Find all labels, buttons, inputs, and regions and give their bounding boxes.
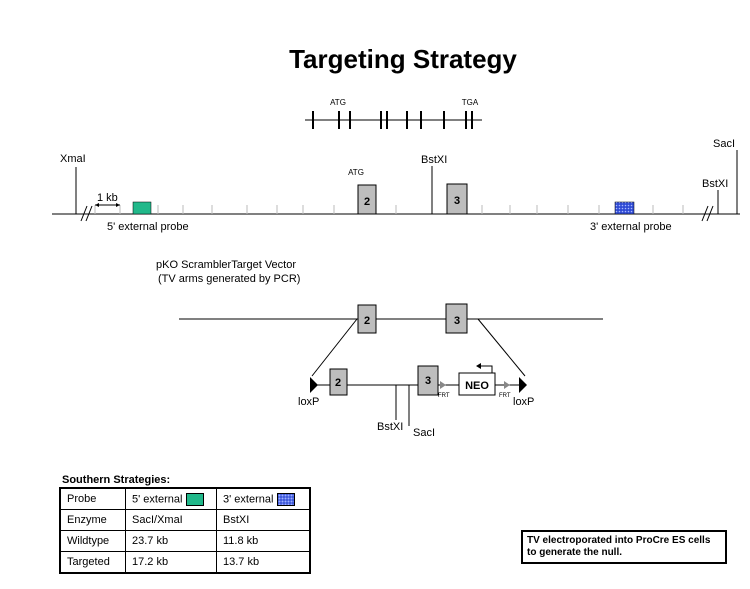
- table-cell: SacI/XmaI: [125, 509, 217, 531]
- frt-left-label: FRT: [438, 393, 450, 399]
- gene-atg-label: ATG: [330, 98, 346, 107]
- table-row: Probe 5' external 3' external: [59, 487, 311, 510]
- crossover-right: [477, 318, 526, 377]
- southern-table: Probe 5' external 3' external Enzyme Sac…: [59, 487, 311, 574]
- vector-note: (TV arms generated by PCR): [158, 273, 300, 285]
- table-cell: 23.7 kb: [125, 530, 217, 552]
- loxp-left: [310, 377, 318, 393]
- wt-exon-2: [357, 304, 377, 334]
- page-title: Targeting Strategy: [289, 44, 517, 74]
- loxp-right: [519, 377, 527, 393]
- table-cell: Enzyme: [59, 509, 126, 531]
- gene-tga-label: TGA: [462, 98, 479, 107]
- probe-3-label: 3' external probe: [590, 221, 672, 233]
- vec-saci-label: SacI: [413, 427, 435, 439]
- probe-3-prime: [614, 201, 635, 215]
- vec-exon-2: [329, 368, 348, 396]
- neo-direction-head: [476, 363, 481, 369]
- vec-exon-3: [417, 365, 439, 396]
- electroporation-note: TV electroporated into ProCre ES cells t…: [521, 530, 727, 564]
- bstxi-mid-label: BstXI: [421, 154, 447, 166]
- table-row: Wildtype 23.7 kb 11.8 kb: [59, 530, 311, 552]
- table-row: Enzyme SacI/XmaI BstXI: [59, 509, 311, 531]
- targeting-diagram: Targeting Strategy ATG TGA: [52, 44, 740, 439]
- wt-exon-2-label: 2: [364, 315, 370, 327]
- frt-left-arrow: [440, 381, 446, 389]
- vector-name: pKO ScramblerTarget Vector: [156, 259, 296, 271]
- table-cell: Probe: [59, 487, 126, 510]
- loxp-right-label: loxP: [513, 396, 534, 408]
- gene-exon-ticks: [312, 111, 473, 129]
- locus-exon-3-label: 3: [454, 195, 460, 207]
- locus-atg-label: ATG: [348, 168, 364, 177]
- genomic-locus: XmaI SacI BstXI BstXI 1 kb ATG 2 3 5' ex…: [52, 138, 740, 233]
- bstxi-right-label: BstXI: [702, 178, 728, 190]
- locus-break-left: [80, 205, 93, 222]
- vec-exon-2-label: 2: [335, 377, 341, 389]
- vec-bstxi-label: BstXI: [377, 421, 403, 433]
- neo-label: NEO: [465, 380, 489, 392]
- probe-5-swatch: [186, 492, 205, 506]
- neo-cassette: [458, 372, 496, 396]
- table-cell: 13.7 kb: [216, 551, 311, 574]
- scale-arrow-left: [95, 203, 99, 207]
- vec-exon-3-label: 3: [425, 375, 431, 387]
- locus-exon-2-label: 2: [364, 196, 370, 208]
- table-cell: BstXI: [216, 509, 311, 531]
- table-row: Targeted 17.2 kb 13.7 kb: [59, 551, 311, 574]
- wt-exon-3-label: 3: [454, 315, 460, 327]
- locus-scale-ticks: [94, 205, 684, 214]
- southern-heading: Southern Strategies:: [62, 474, 171, 486]
- wildtype-segment: 2 3: [179, 303, 603, 377]
- probe-5-prime: [132, 201, 152, 215]
- wt-exon-3: [445, 303, 468, 334]
- table-cell: Wildtype: [59, 530, 126, 552]
- column-label: 5' external: [132, 492, 183, 505]
- frt-right-arrow: [504, 381, 510, 389]
- locus-exon-2: [357, 184, 377, 215]
- table-cell: 17.2 kb: [125, 551, 217, 574]
- crossover-left: [311, 318, 358, 377]
- table-cell: 11.8 kb: [216, 530, 311, 552]
- gene-structure: ATG TGA: [305, 98, 482, 129]
- frt-right-label: FRT: [499, 393, 511, 399]
- loxp-left-label: loxP: [298, 396, 319, 408]
- saci-label: SacI: [713, 138, 735, 150]
- table-cell: Targeted: [59, 551, 126, 574]
- probe-5-label: 5' external probe: [107, 221, 189, 233]
- neo-direction-arrow: [481, 365, 493, 373]
- column-label: 3' external: [223, 492, 274, 505]
- probe-3-swatch: [277, 492, 296, 506]
- table-cell: 3' external: [216, 487, 311, 510]
- table-cell: 5' external: [125, 487, 217, 510]
- scale-label: 1 kb: [97, 192, 118, 204]
- scale-arrow-right: [116, 203, 120, 207]
- xmai-label: XmaI: [60, 153, 86, 165]
- targeting-vector: loxP 2 BstXI 3 SacI FRT NEO FRT loxP: [298, 363, 534, 439]
- locus-break-right: [701, 205, 714, 222]
- locus-exon-3: [446, 183, 468, 215]
